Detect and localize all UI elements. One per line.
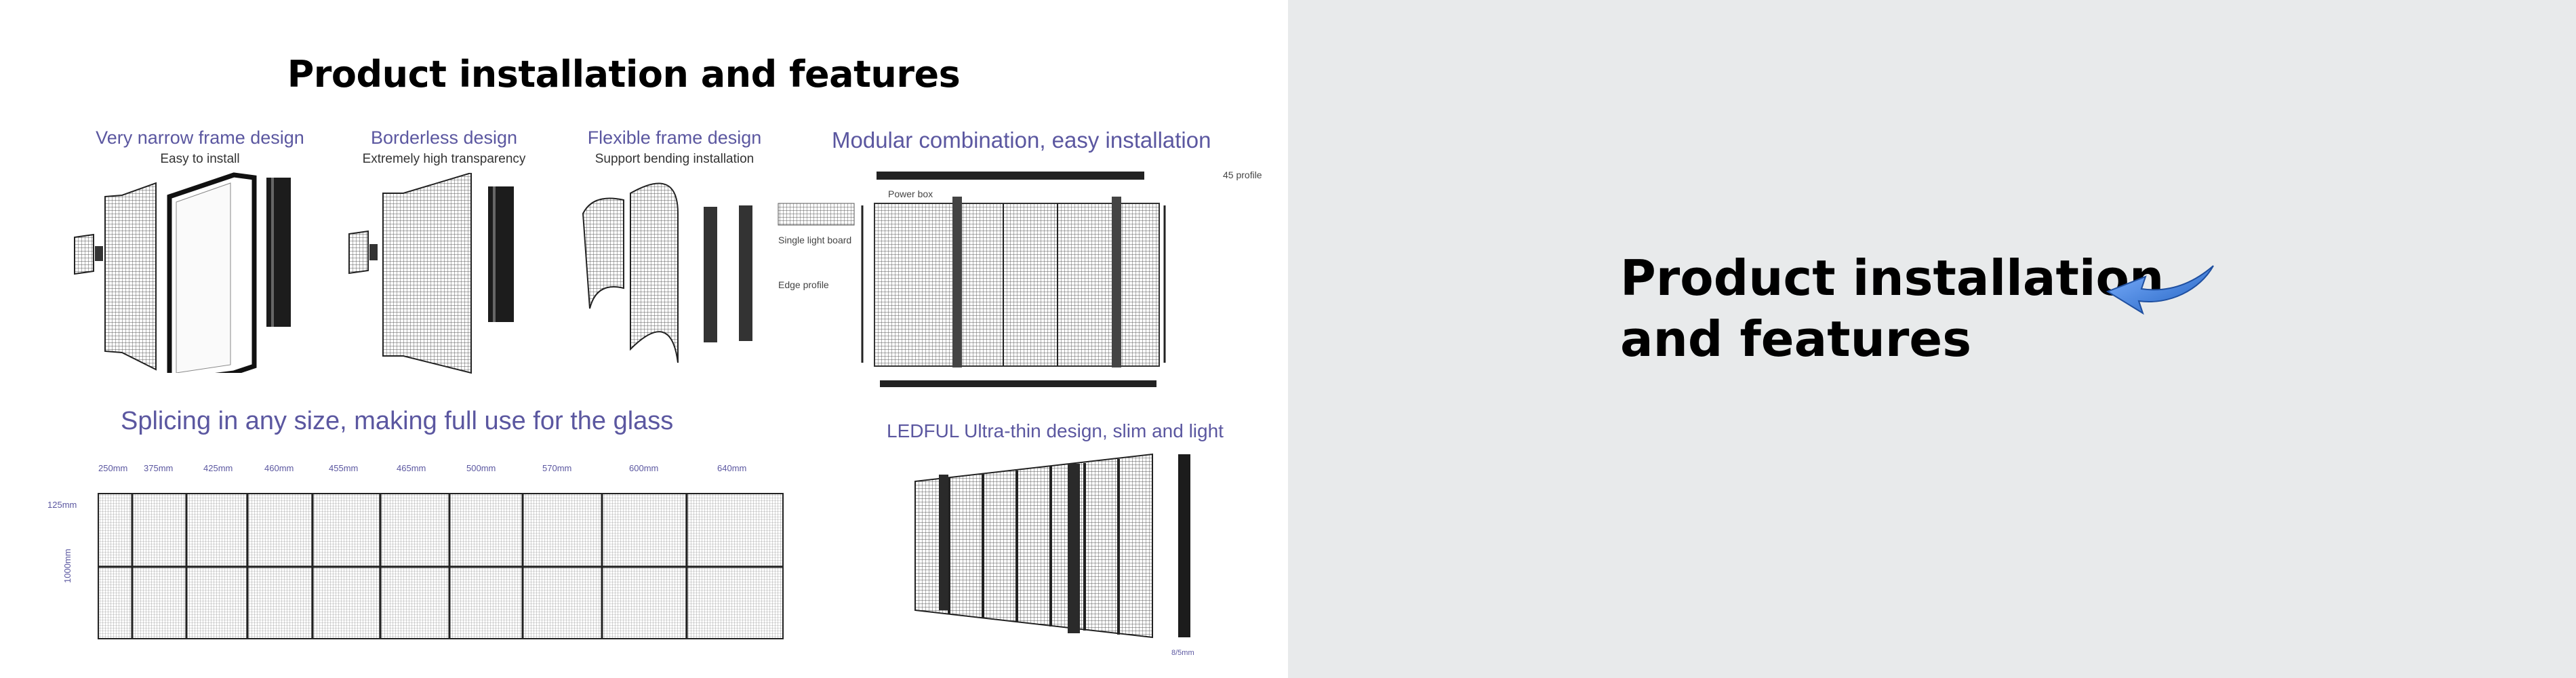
width-label: 425mm (203, 463, 233, 473)
feature-subtitle-narrow-frame: Easy to install (160, 152, 240, 166)
thickness-label: 8/5mm (1171, 649, 1194, 657)
ultrathin-illustration (914, 453, 1190, 639)
feature-subtitle-borderless: Extremely high transparency (362, 152, 526, 166)
borderless-illustration (348, 173, 514, 374)
width-label: 460mm (264, 463, 294, 473)
feature-title-narrow-frame: Very narrow frame design (96, 127, 304, 148)
label-power-box: Power box (888, 188, 933, 199)
panel-title-line1: Product installation (1620, 250, 2165, 306)
feature-title-borderless: Borderless design (370, 127, 518, 148)
feature-title-flexible: Flexible frame design (587, 127, 762, 148)
width-label: 640mm (717, 463, 747, 473)
narrow-frame-illustration (74, 172, 291, 373)
slide-title: Product installation and features (287, 53, 961, 96)
feature-subtitle-flexible: Support bending installation (595, 152, 754, 166)
curved-arrow-icon (2106, 265, 2214, 315)
width-label: 250mm (98, 463, 128, 473)
panel-title: Product installation and features (1620, 247, 2164, 370)
width-label: 375mm (144, 463, 174, 473)
ultrathin-title: LEDFUL Ultra-thin design, slim and light (887, 420, 1224, 441)
height-label-top: 125mm (47, 500, 77, 510)
width-label: 570mm (542, 463, 572, 473)
panel-title-line2: and features (1620, 311, 1972, 367)
label-single-light-board: Single light board (778, 235, 852, 245)
modular-illustration (778, 172, 1166, 387)
width-label: 500mm (466, 463, 496, 473)
height-label-side: 1000mm (62, 549, 73, 583)
product-slide: Product installation and features Very n… (47, 53, 1262, 657)
modular-title: Modular combination, easy installation (832, 127, 1211, 153)
splicing-title: Splicing in any size, making full use fo… (121, 407, 674, 435)
label-edge-profile: Edge profile (778, 279, 829, 290)
flexible-illustration (582, 182, 752, 363)
width-label: 455mm (329, 463, 359, 473)
width-label: 465mm (397, 463, 426, 473)
width-label: 600mm (629, 463, 659, 473)
label-45-profile: 45 profile (1223, 170, 1262, 180)
splicing-grid-illustration (98, 493, 784, 639)
caption-panel: Product installation and features (1288, 0, 2576, 678)
